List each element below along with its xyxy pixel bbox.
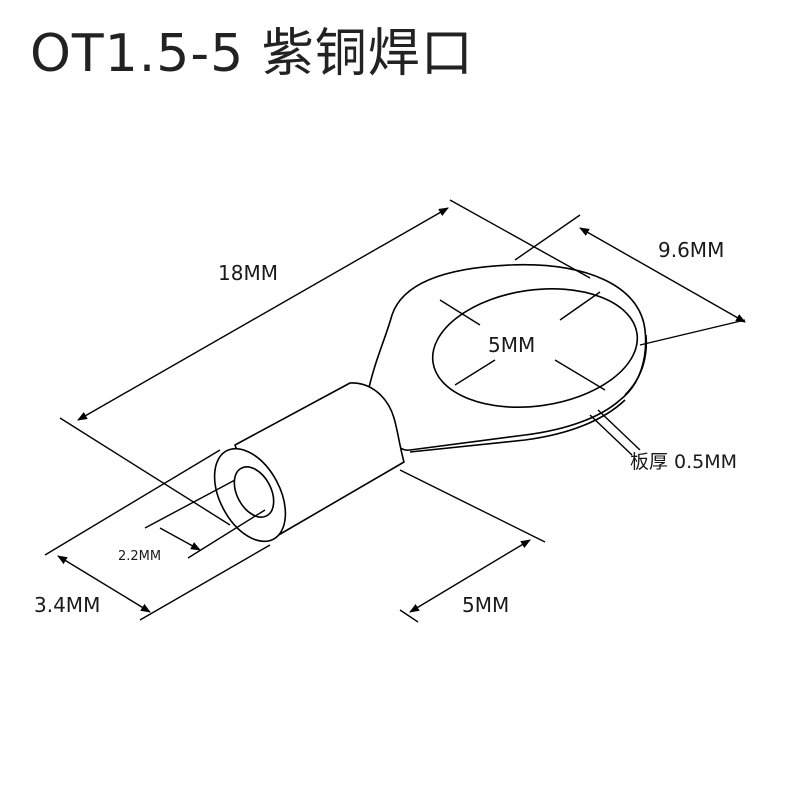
dim-9-6mm-arrow <box>579 227 746 323</box>
barrel-bore <box>233 466 275 518</box>
dim-18mm-arrow <box>77 207 449 421</box>
dim-5mm-barrel-arrow <box>409 539 531 613</box>
dimension-lines <box>44 199 746 623</box>
terminal-outline <box>213 263 648 543</box>
label-plate-thickness: 板厚 0.5MM <box>630 451 737 473</box>
page-title: OT1.5-5 紫铜焊口 <box>30 24 474 84</box>
dim-2-2mm-arrow <box>159 527 201 551</box>
ring-edge <box>624 334 648 396</box>
label-barrel-length: 5MM <box>462 593 509 617</box>
label-inner-diameter: 2.2MM <box>118 549 161 564</box>
label-hole-diameter: 5MM <box>488 333 535 357</box>
label-total-length: 18MM <box>218 261 278 285</box>
dim-3-4mm-arrow <box>57 555 151 613</box>
label-outer-diameter: 3.4MM <box>34 593 100 617</box>
label-ring-width: 9.6MM <box>658 238 724 262</box>
ring-bottom-edge <box>409 399 626 453</box>
